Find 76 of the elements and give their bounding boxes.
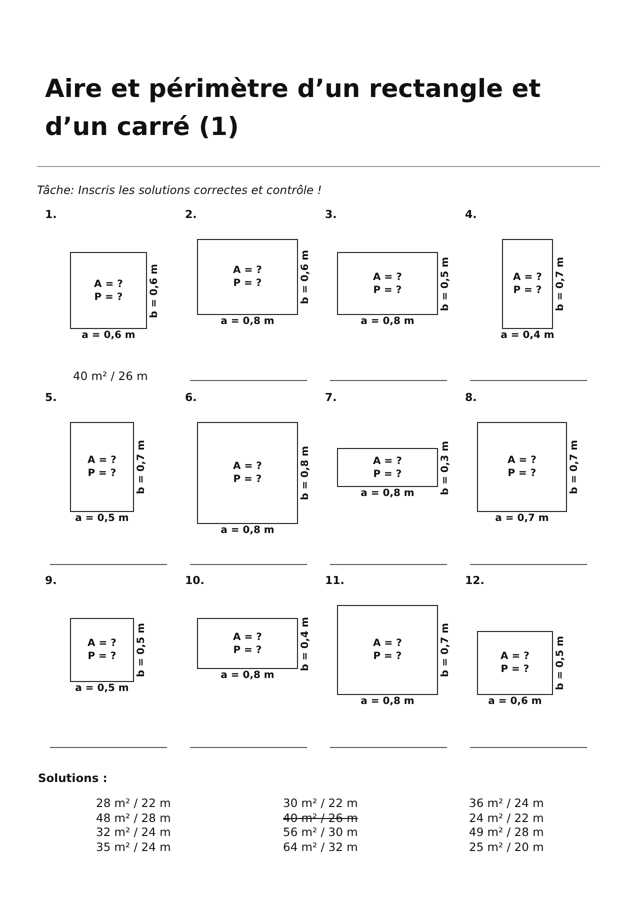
rectangle-shape	[337, 252, 438, 315]
solutions-heading: Solutions :	[38, 771, 108, 785]
task-instruction: Tâche: Inscris les solutions correctes et contrôle !	[37, 183, 322, 197]
solution-value: 25 m² / 20 m	[469, 840, 544, 854]
exercise-number: 6.	[185, 391, 197, 404]
exercise-number: 11.	[325, 574, 344, 587]
dimension-label: a = 0,8 m	[360, 316, 414, 327]
formula-text: A = ? P = ?	[372, 270, 403, 296]
dimension-label: a = 0,5 m	[75, 513, 129, 524]
formula-text: A = ? P = ?	[86, 454, 118, 480]
dimension-label: b = 0,3 m	[440, 440, 451, 495]
formula-text: A = ? P = ?	[232, 630, 263, 656]
dimension-label: a = 0,7 m	[495, 513, 549, 524]
dimension-label: a = 0,5 m	[75, 683, 129, 694]
exercise-number: 4.	[465, 208, 477, 221]
solution-value: 36 m² / 24 m	[469, 796, 544, 810]
exercise-number: 12.	[465, 574, 484, 587]
worksheet-title: Aire et périmètre d’un rectangle et d’un carré (1)	[45, 73, 542, 143]
dimension-label: b = 0,8 m	[300, 446, 311, 500]
dimension-label: a = 0,8 m	[360, 696, 414, 707]
exercise-number: 1.	[45, 208, 57, 221]
rectangle-shape	[477, 422, 567, 512]
dimension-label: a = 0,6 m	[488, 696, 542, 707]
solution-value: 48 m² / 28 m	[96, 810, 171, 825]
rectangle-shape	[197, 422, 298, 524]
dimension-label: b = 0,5 m	[440, 256, 451, 311]
solution-value: 49 m² / 28 m	[469, 825, 544, 840]
dimension-label: a = 0,8 m	[220, 316, 274, 327]
dimension-label: a = 0,8 m	[220, 525, 274, 536]
dimension-label: b = 0,6 m	[300, 250, 311, 304]
dimension-label: b = 0,6 m	[149, 263, 160, 318]
formula-text: A = ? P = ?	[372, 454, 403, 480]
formula-text: A = ? P = ?	[506, 454, 538, 480]
dimension-label: b = 0,4 m	[300, 616, 311, 671]
formula-text: A = ? P = ?	[512, 271, 543, 297]
formula-text: A = ? P = ?	[500, 650, 530, 676]
rectangle-shape	[337, 448, 438, 487]
solution-value: 30 m² / 22 m	[283, 796, 358, 810]
rectangle-shape	[70, 422, 134, 512]
solution-value: 40 m² / 26 m	[283, 810, 358, 825]
dimension-label: a = 0,8 m	[360, 488, 414, 499]
solution-value: 64 m² / 32 m	[283, 840, 358, 854]
solution-value: 35 m² / 24 m	[96, 840, 171, 854]
formula-text: A = ? P = ?	[232, 264, 263, 290]
example-answer: 40 m² / 26 m	[73, 369, 148, 384]
solution-value: 24 m² / 22 m	[469, 810, 544, 825]
rectangle-shape	[70, 618, 134, 682]
rectangle-shape	[197, 618, 298, 669]
formula-text: A = ? P = ?	[86, 637, 118, 663]
formula-text: A = ? P = ?	[372, 637, 403, 663]
formula-text: A = ? P = ?	[93, 278, 124, 304]
exercise-number: 9.	[45, 574, 57, 587]
exercise-number: 5.	[45, 391, 57, 404]
rectangle-shape	[197, 239, 298, 315]
exercise-number: 7.	[325, 391, 337, 404]
exercise-number: 2.	[185, 208, 197, 221]
dimension-label: a = 0,4 m	[500, 330, 554, 341]
dimension-label: b = 0,5 m	[136, 622, 147, 678]
solution-value: 32 m² / 24 m	[96, 825, 171, 840]
exercise-number: 3.	[325, 208, 337, 221]
rectangle-shape	[70, 252, 147, 329]
dimension-label: b = 0,7 m	[555, 256, 566, 312]
formula-text: A = ? P = ?	[232, 460, 263, 486]
dimension-label: b = 0,7 m	[440, 622, 451, 678]
exercise-number: 8.	[465, 391, 477, 404]
solution-value: 56 m² / 30 m	[283, 825, 358, 840]
solution-value: 28 m² / 22 m	[96, 796, 171, 810]
rectangle-shape	[502, 239, 553, 329]
dimension-label: a = 0,6 m	[82, 330, 136, 341]
rectangle-shape	[337, 605, 438, 695]
dimension-label: b = 0,5 m	[555, 636, 566, 690]
dimension-label: b = 0,7 m	[136, 440, 147, 494]
dimension-label: a = 0,8 m	[220, 670, 274, 681]
exercise-number: 10.	[185, 574, 204, 587]
rectangle-shape	[477, 631, 553, 695]
dimension-label: b = 0,7 m	[569, 440, 580, 494]
